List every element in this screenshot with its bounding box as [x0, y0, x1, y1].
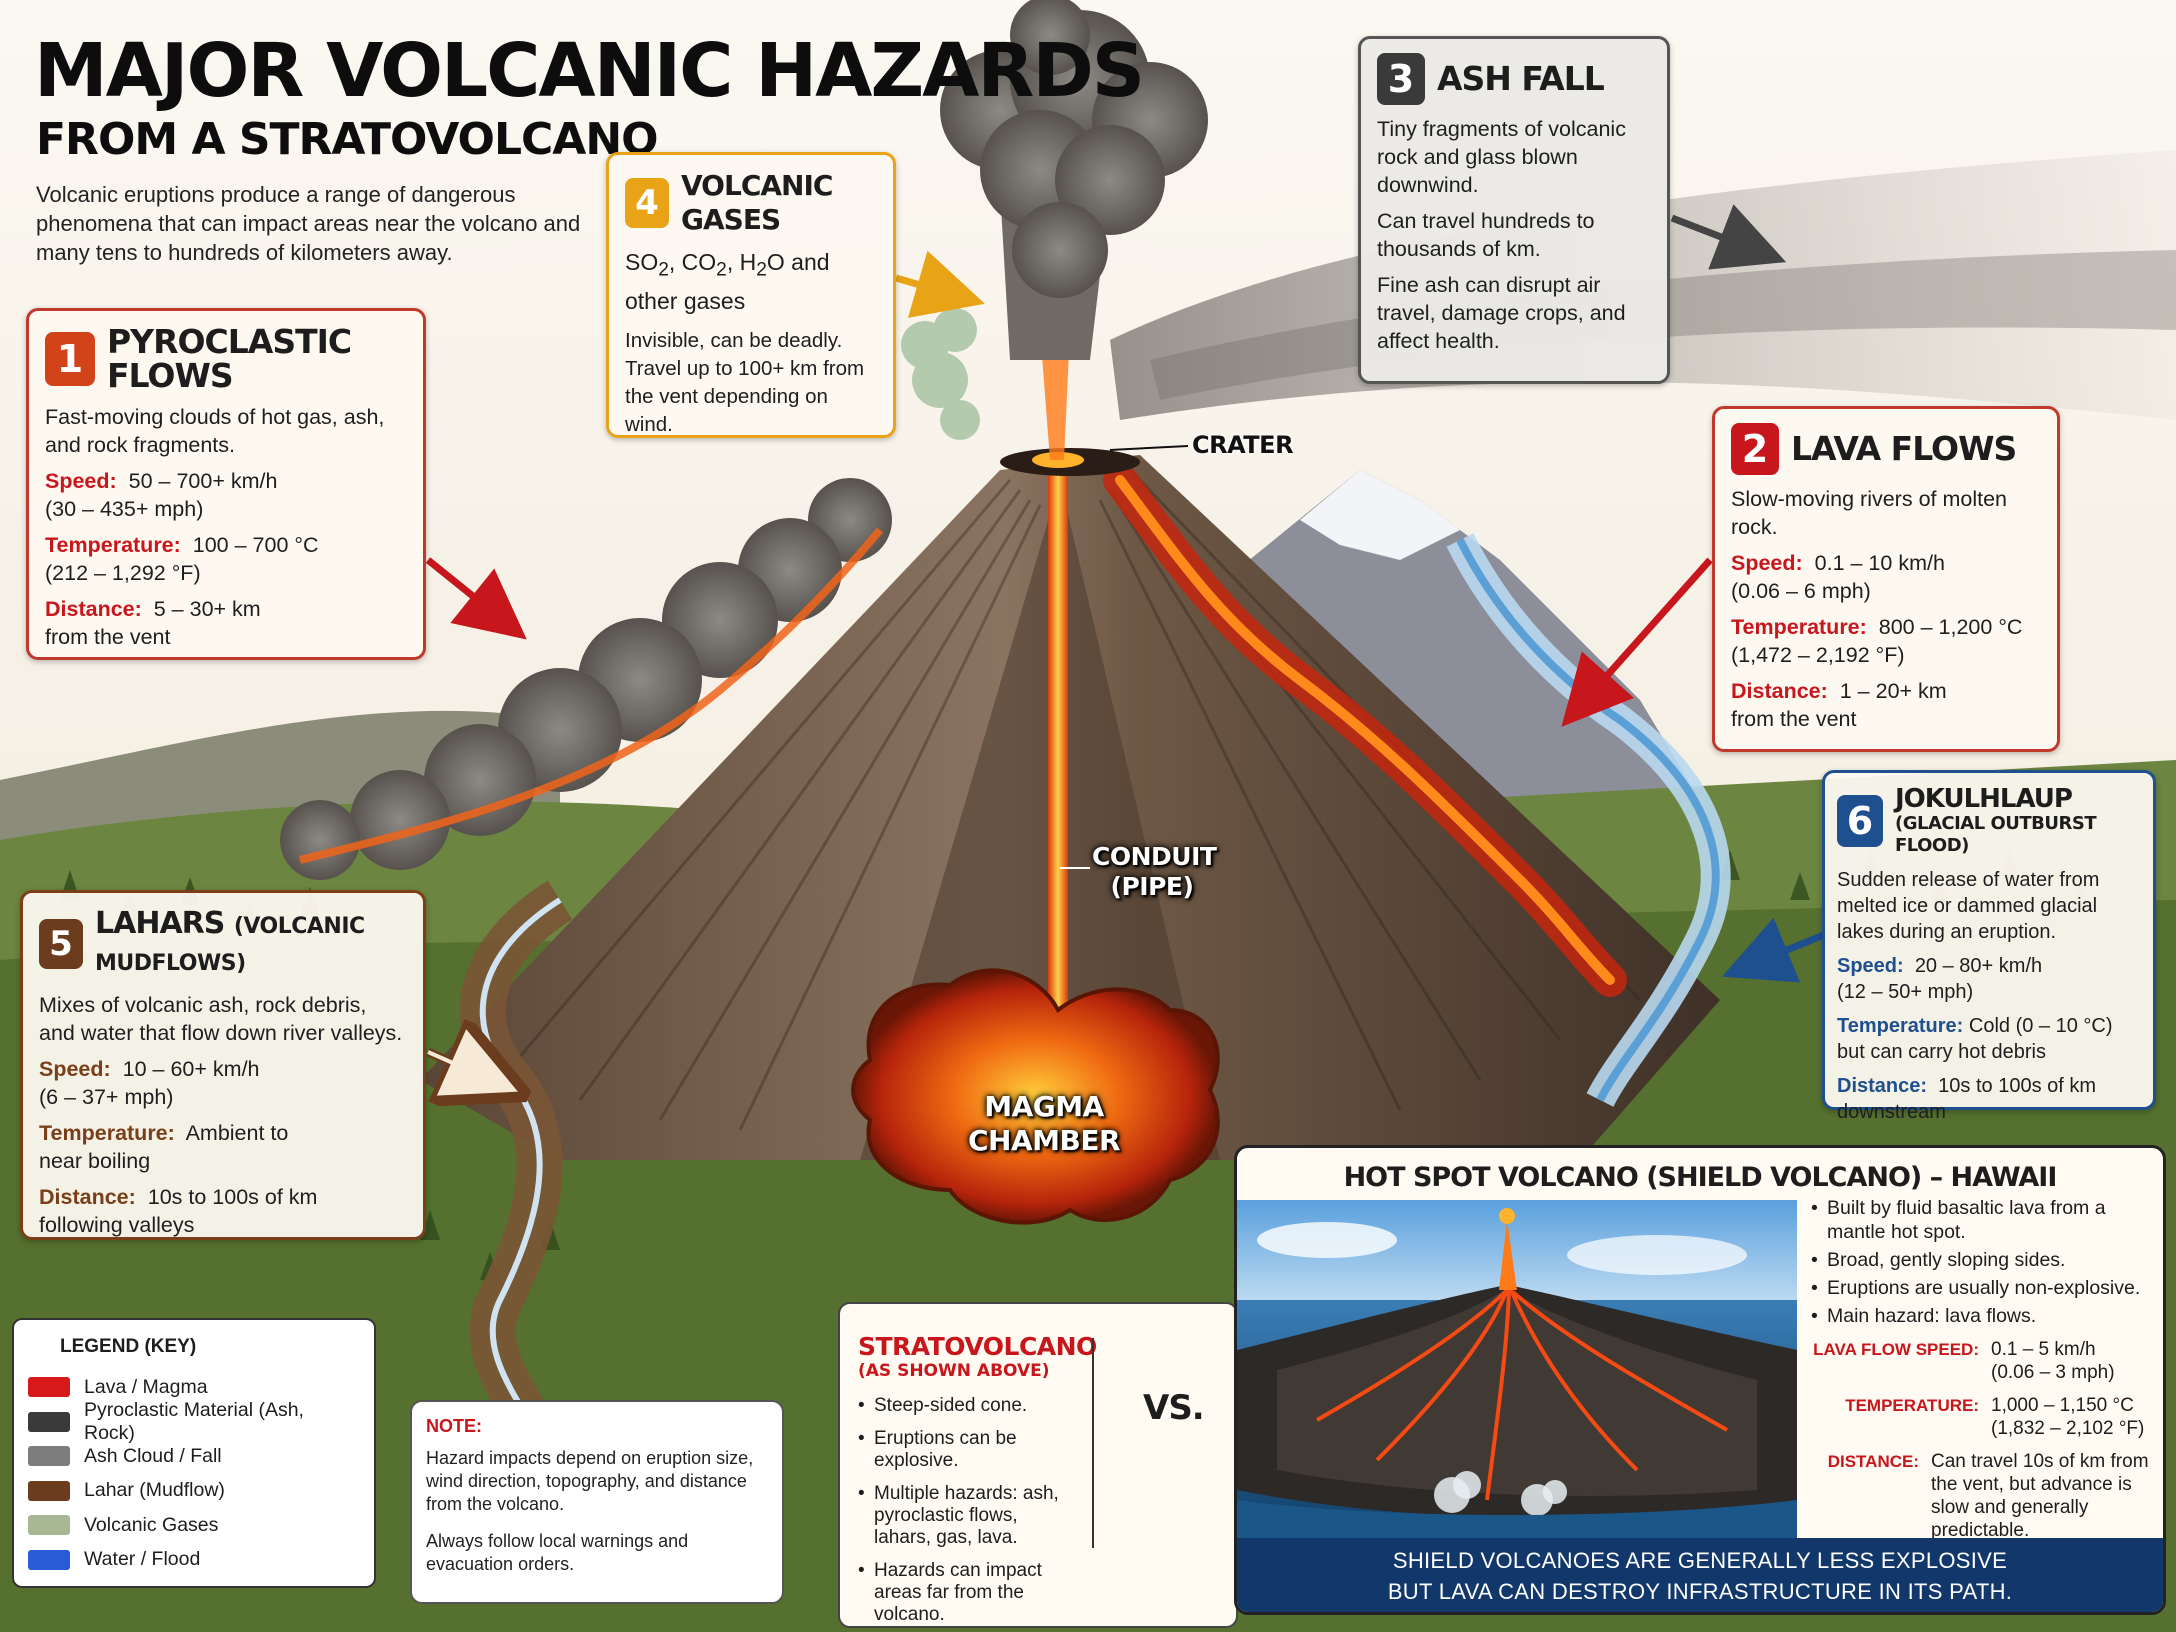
shield-speed-stat: LAVA FLOW SPEED: 0.1 – 5 km/h(0.06 – 3 m…: [1813, 1339, 2115, 1383]
note-title: NOTE:: [426, 1416, 482, 1436]
card-description: Invisible, can be deadly. Travel up to 1…: [625, 328, 865, 436]
eruption-column: [940, 0, 1208, 360]
list-item: Eruptions are usually non-explosive.: [1811, 1276, 2155, 1300]
speed-stat: Speed: 10 – 60+ km/h(6 – 37+ mph): [39, 1057, 260, 1109]
list-item: Broad, gently sloping sides.: [1811, 1248, 2155, 1272]
card-description: Sudden release of water from melted ice …: [1837, 869, 2100, 943]
shield-temperature-stat: TEMPERATURE: 1,000 – 1,150 °C(1,832 – 2,…: [1845, 1395, 2145, 1439]
legend-swatch: [28, 1549, 70, 1570]
strato-subtitle: (AS SHOWN ABOVE): [858, 1361, 1050, 1381]
main-subtitle: FROM A STRATOVOLCANO: [36, 114, 659, 165]
list-item: Hazards can impact areas far from the vo…: [858, 1560, 1073, 1626]
gases-formula: SO2, CO2, H2O and other gases: [625, 249, 830, 314]
card-title: LAHARS (VOLCANIC MUDFLOWS): [95, 906, 365, 977]
legend: LEGEND (KEY) Lava / Magma Pyroclastic Ma…: [12, 1318, 376, 1588]
card-jokulhlaup: 6 JOKULHLAUP (GLACIAL OUTBURST FLOOD) Su…: [1822, 770, 2156, 1123]
hazard-number: 3: [1377, 53, 1425, 105]
hazard-number: 2: [1731, 423, 1779, 475]
card-description: Slow-moving rivers of molten rock.: [1731, 487, 2008, 539]
card-title: VOLCANIC GASES: [681, 169, 833, 236]
magma-chamber: [851, 968, 1220, 1225]
list-item: Main hazard: lava flows.: [1811, 1304, 2155, 1328]
note-box: NOTE: Hazard impacts depend on eruption …: [410, 1400, 784, 1604]
temperature-stat: Temperature: 100 – 700 °C(212 – 1,292 °F…: [45, 533, 319, 585]
hazard-number: 1: [45, 332, 95, 386]
card-title: PYROCLASTIC FLOWS: [107, 322, 352, 395]
legend-item-water: Water / Flood: [28, 1543, 360, 1578]
legend-item-lava: Lava / Magma: [28, 1370, 360, 1405]
conduit-pipe: [1048, 470, 1068, 1090]
vs-label: VS.: [1143, 1388, 1205, 1428]
ash-description: Tiny fragments of volcanic rock and glas…: [1377, 117, 1626, 197]
note-warning: Always follow local warnings and evacuat…: [426, 1531, 689, 1574]
legend-item-gases: Volcanic Gases: [28, 1508, 360, 1543]
arrow-gases: [895, 250, 985, 318]
legend-swatch: [28, 1446, 70, 1467]
strato-bullets: Steep-sided cone. Eruptions can be explo…: [858, 1395, 1218, 1626]
hazard-number: 6: [1837, 795, 1883, 847]
card-description: Mixes of volcanic ash, rock debris, and …: [39, 993, 403, 1045]
legend-title: LEGEND (KEY): [60, 1336, 197, 1357]
legend-item-ash: Ash Cloud / Fall: [28, 1439, 360, 1474]
list-item: Built by fluid basaltic lava from a mant…: [1811, 1196, 2155, 1244]
legend-item-pyroclastic: Pyroclastic Material (Ash, Rock): [28, 1399, 360, 1444]
lava-flow-streams: [1103, 463, 1627, 997]
shield-volcano-image: [1237, 1200, 1797, 1546]
arrow-lava: [1561, 557, 1713, 727]
volcanic-gas-plume: [901, 308, 980, 440]
divider: [1092, 1338, 1094, 1548]
temperature-stat: Temperature: 800 – 1,200 °C(1,472 – 2,19…: [1731, 615, 2023, 667]
shield-volcano-panel: HOT SPOT VOLCANO (SHIELD VOLCANO) – HAWA…: [1234, 1145, 2166, 1615]
card-pyroclastic-flows: 1 PYROCLASTIC FLOWS Fast-moving clouds o…: [26, 308, 426, 660]
card-volcanic-gases: 4 VOLCANIC GASES SO2, CO2, H2O and other…: [606, 152, 896, 438]
crater-label: CRATER: [1192, 431, 1294, 459]
speed-stat: Speed: 20 – 80+ km/h(12 – 50+ mph): [1837, 955, 2043, 1003]
card-lava-flows: 2 LAVA FLOWS Slow-moving rivers of molte…: [1712, 406, 2060, 752]
ash-impact: Fine ash can disrupt air travel, damage …: [1377, 273, 1626, 353]
legend-swatch: [28, 1377, 70, 1398]
legend-swatch: [28, 1480, 70, 1501]
hazard-number: 4: [625, 178, 669, 228]
shield-banner: SHIELD VOLCANOES ARE GENERALLY LESS EXPL…: [1237, 1538, 2163, 1612]
speed-stat: Speed: 50 – 700+ km/h(30 – 435+ mph): [45, 469, 278, 521]
shield-info: Built by fluid basaltic lava from a mant…: [1797, 1196, 2163, 1542]
ash-travel: Can travel hundreds to thousands of km.: [1377, 209, 1595, 261]
shield-distance-stat: DISTANCE: Can travel 10s of km from the …: [1827, 1451, 2149, 1541]
card-title: JOKULHLAUP (GLACIAL OUTBURST FLOOD): [1895, 784, 2097, 856]
main-title: MAJOR VOLCANIC HAZARDS: [34, 28, 1145, 114]
hazard-number: 5: [39, 919, 83, 969]
speed-stat: Speed: 0.1 – 10 km/h(0.06 – 6 mph): [1731, 551, 1945, 603]
temperature-stat: Temperature: Cold (0 – 10 °C)but can car…: [1837, 1015, 2113, 1063]
strato-title: STRATOVOLCANO: [858, 1332, 1097, 1361]
conduit-label: CONDUIT(PIPE): [1092, 842, 1217, 901]
list-item: Multiple hazards: ash, pyroclastic flows…: [858, 1483, 1073, 1549]
arrow-jokulhlaup: [1722, 917, 1828, 983]
card-title: LAVA FLOWS: [1791, 429, 2017, 468]
legend-item-lahar: Lahar (Mudflow): [28, 1474, 360, 1509]
legend-swatch: [28, 1515, 70, 1536]
list-item: Steep-sided cone.: [858, 1395, 1073, 1417]
list-item: Eruptions can be explosive.: [858, 1428, 1073, 1472]
card-ash-fall: 3 ASH FALL Tiny fragments of volcanic ro…: [1358, 36, 1670, 384]
arrow-ash: [1670, 204, 1787, 270]
note-text: Hazard impacts depend on eruption size, …: [426, 1448, 754, 1514]
card-title: ASH FALL: [1437, 59, 1605, 98]
intro-text: Volcanic eruptions produce a range of da…: [36, 182, 581, 265]
card-lahars: 5 LAHARS (VOLCANIC MUDFLOWS) Mixes of vo…: [20, 890, 426, 1240]
stratovolcano-summary: STRATOVOLCANO (AS SHOWN ABOVE) Steep-sid…: [838, 1302, 1238, 1628]
card-description: Fast-moving clouds of hot gas, ash, and …: [45, 405, 385, 457]
legend-swatch: [28, 1411, 70, 1432]
pyroclastic-flow-cloud: [280, 478, 892, 880]
shield-title: HOT SPOT VOLCANO (SHIELD VOLCANO) – HAWA…: [1343, 1162, 2058, 1193]
arrow-pyroclastic: [425, 557, 527, 640]
shield-bullets: Built by fluid basaltic lava from a mant…: [1811, 1196, 2155, 1328]
